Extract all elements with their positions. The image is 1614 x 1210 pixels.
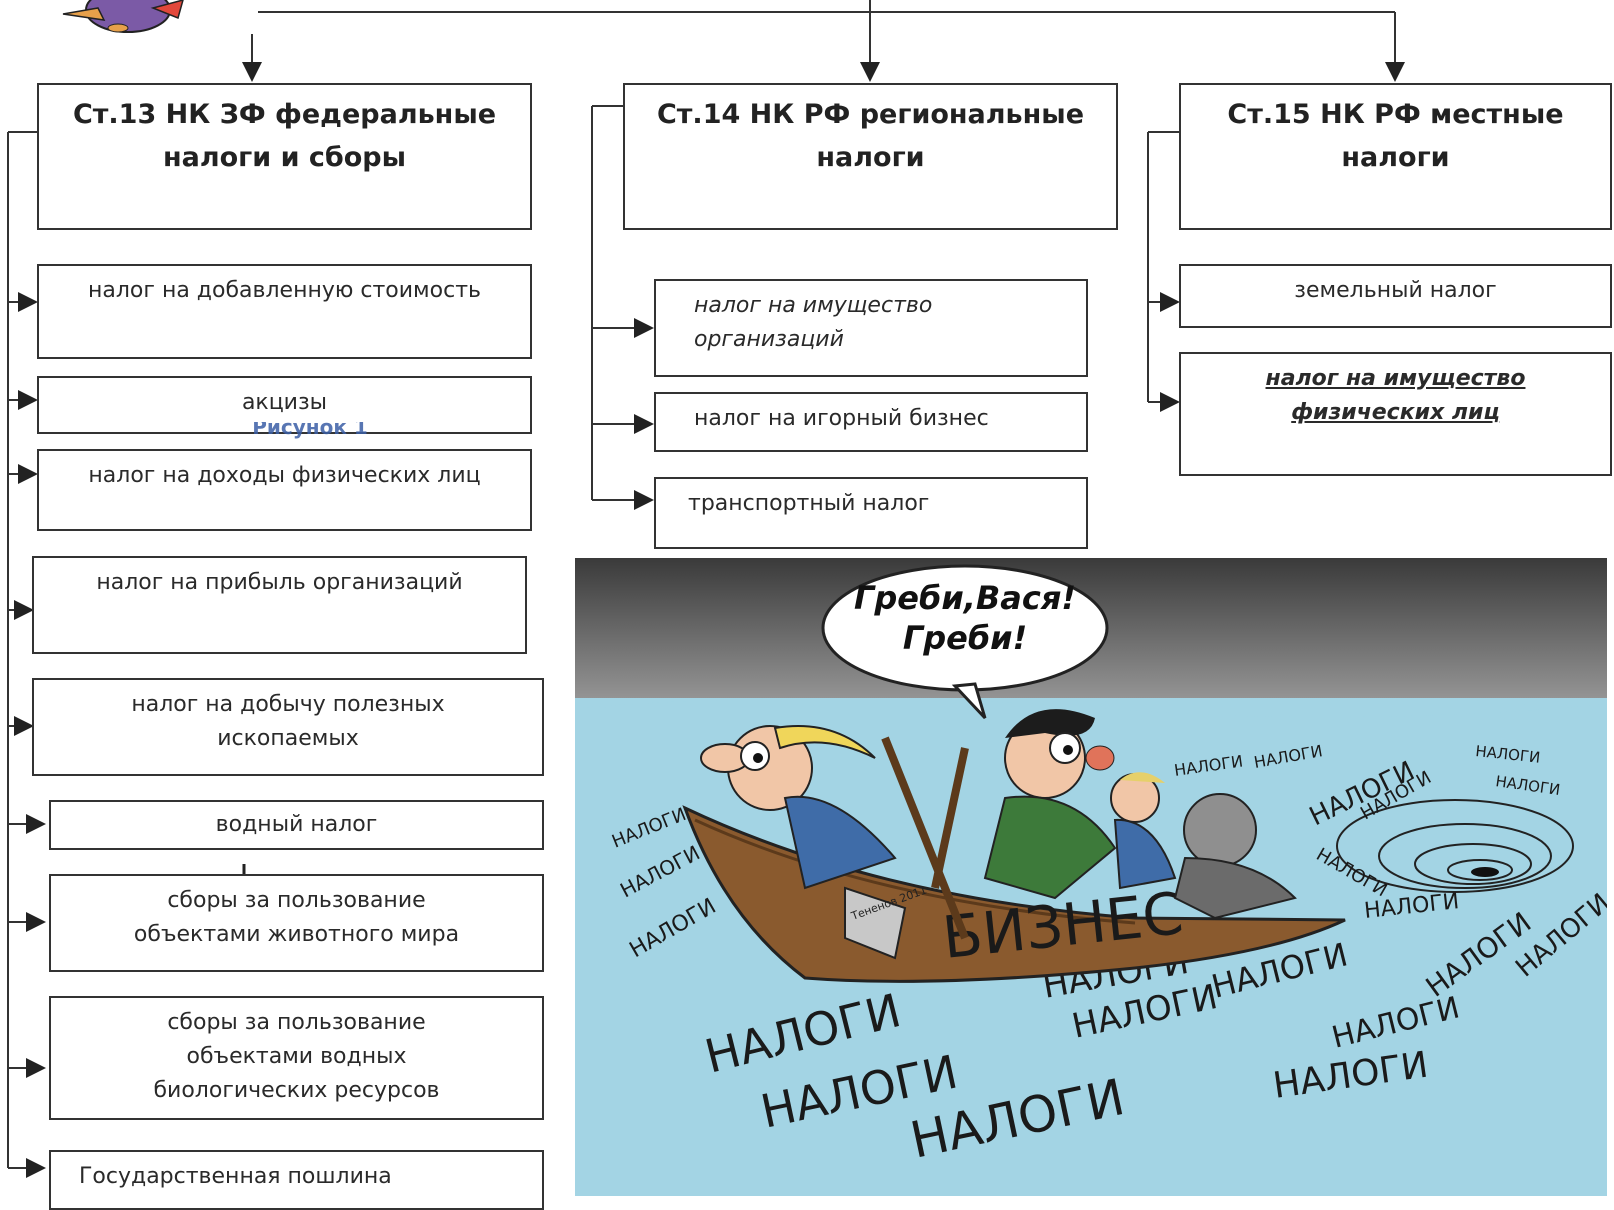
federal-header: Ст.13 НК ЗФ федеральные налоги и сборы: [37, 83, 532, 230]
regional-item-org-property-tax: налог на имущество организаций: [654, 279, 1088, 377]
figure-caption-overlay: Рисунок 1: [252, 422, 368, 439]
federal-item-excise: акцизы: [37, 376, 532, 434]
speech-text: Греби,Вася! Греби!: [853, 579, 1076, 657]
federal-item-profit-tax: налог на прибыль организаций: [32, 556, 527, 654]
federal-item-wildlife-fees: сборы за пользование объектами животного…: [49, 874, 544, 972]
federal-item-vat: налог на добавленную стоимость: [37, 264, 532, 359]
speech-bubble: Греби,Вася! Греби!: [853, 579, 1076, 657]
regional-item-transport-tax: транспортный налог: [654, 477, 1088, 549]
federal-item-aquatic-fees: сборы за пользование объектами водных би…: [49, 996, 544, 1120]
local-header: Ст.15 НК РФ местные налоги: [1179, 83, 1612, 230]
regional-item-gambling-tax: налог на игорный бизнес: [654, 392, 1088, 452]
local-item-land-tax: земельный налог: [1179, 264, 1612, 328]
local-item-personal-property-tax: налог на имущество физических лиц: [1179, 352, 1612, 476]
federal-item-state-duty: Государственная пошлина: [49, 1150, 544, 1210]
mascot-illustration: [62, 0, 184, 33]
federal-item-income-tax: налог на доходы физических лиц: [37, 449, 532, 531]
regional-header: Ст.14 НК РФ региональные налоги: [623, 83, 1118, 230]
federal-item-water-tax: водный налог: [49, 800, 544, 850]
federal-item-mining-tax: налог на добычу полезных ископаемых: [32, 678, 544, 776]
boat-cartoon-illustration: НАЛОГИ НАЛОГИ НАЛОГИ НАЛОГИ НАЛОГИ НАЛОГ…: [575, 558, 1607, 1196]
